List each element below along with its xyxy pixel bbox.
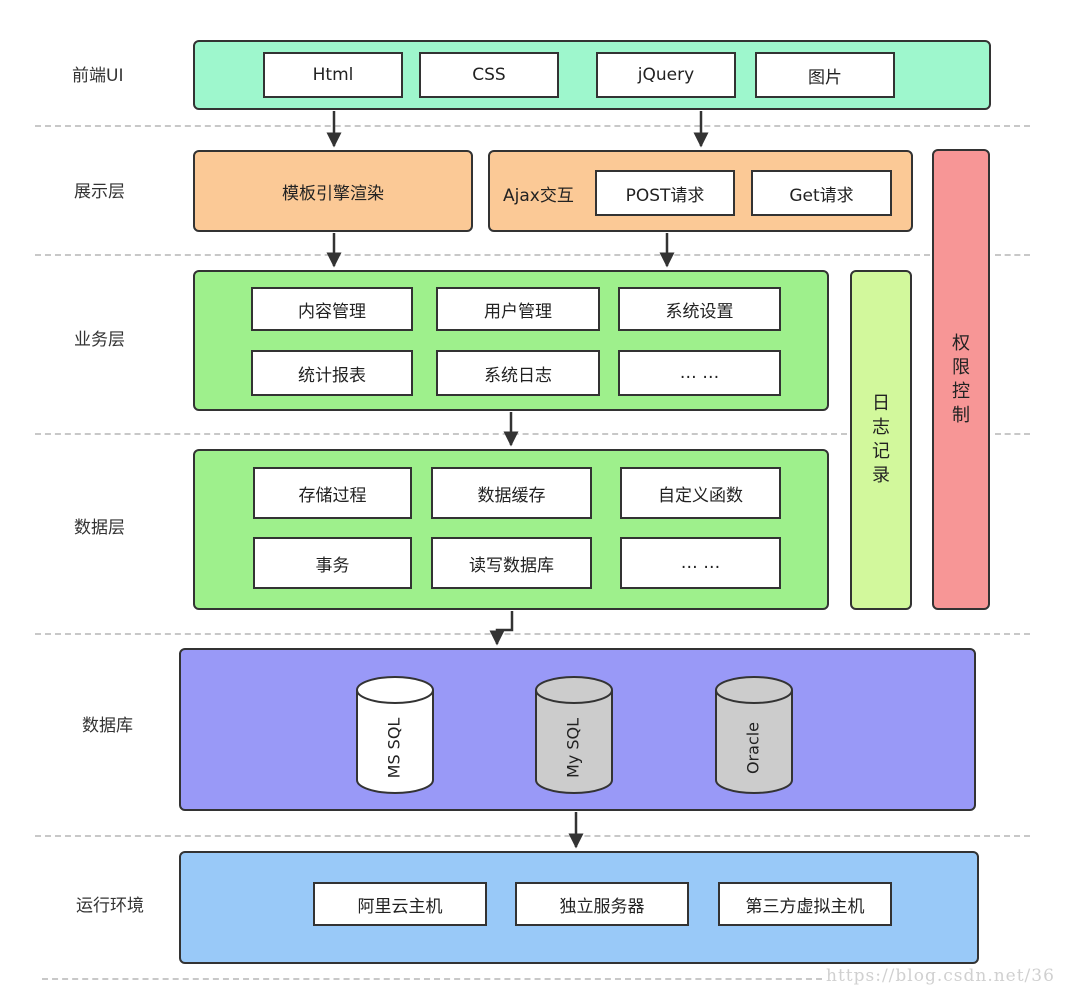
frontend-item-images: 图片 (755, 52, 895, 98)
separator-line (35, 125, 1030, 127)
database-cylinder-mssql: MS SQL (356, 676, 434, 794)
separator-line (35, 835, 1030, 837)
logging-char: 录 (872, 465, 890, 486)
data-item: 存储过程 (253, 467, 412, 519)
data-item: 自定义函数 (620, 467, 781, 519)
layer-label-business: 业务层 (74, 330, 125, 350)
database-cylinder-mysql: My SQL (535, 676, 613, 794)
data-item: 读写数据库 (431, 537, 592, 589)
business-item: 系统日志 (436, 350, 600, 396)
watermark: https://blog.csdn.net/36 (826, 966, 1055, 986)
permission-control-panel: 权 限 控 制 (932, 149, 990, 610)
frontend-item-jquery: jQuery (596, 52, 736, 98)
layer-label-runtime: 运行环境 (76, 896, 144, 916)
permission-char: 控 (952, 380, 970, 402)
layer-label-presentation: 展示层 (74, 182, 125, 202)
template-engine-panel: 模板引擎渲染 (193, 150, 473, 232)
separator-line (42, 978, 822, 980)
layer-label-frontend: 前端UI (72, 66, 124, 86)
logging-char: 记 (872, 441, 890, 462)
separator-line (35, 633, 1030, 635)
logging-char: 日 (872, 393, 890, 414)
separator-line (35, 254, 930, 256)
ajax-label: Ajax交互 (503, 186, 574, 206)
ajax-item-get: Get请求 (751, 170, 892, 216)
separator-line (35, 433, 847, 435)
runtime-item: 独立服务器 (515, 882, 689, 926)
permission-char: 权 (952, 332, 970, 354)
arrow (489, 611, 514, 646)
business-item: 统计报表 (251, 350, 413, 396)
cylinder-label-mssql: MS SQL (385, 718, 404, 779)
separator-line (995, 433, 1030, 435)
ajax-item-post: POST请求 (595, 170, 735, 216)
runtime-item: 阿里云主机 (313, 882, 487, 926)
business-item: 系统设置 (618, 287, 781, 331)
runtime-item: 第三方虚拟主机 (718, 882, 892, 926)
cylinder-label-mysql: My SQL (564, 718, 583, 778)
layer-label-database: 数据库 (82, 716, 133, 736)
business-item: 内容管理 (251, 287, 413, 331)
logging-char: 志 (872, 417, 890, 438)
separator-line (995, 254, 1030, 256)
business-item: … … (618, 350, 781, 396)
permission-char: 限 (952, 356, 970, 378)
cylinder-label-oracle: Oracle (744, 722, 763, 774)
database-cylinder-oracle: Oracle (715, 676, 793, 794)
data-item: … … (620, 537, 781, 589)
business-item: 用户管理 (436, 287, 600, 331)
frontend-item-css: CSS (419, 52, 559, 98)
data-item: 数据缓存 (431, 467, 592, 519)
data-item: 事务 (253, 537, 412, 589)
frontend-item-html: Html (263, 52, 403, 98)
layer-label-data: 数据层 (74, 518, 125, 538)
permission-char: 制 (952, 404, 970, 426)
logging-panel: 日 志 记 录 (850, 270, 912, 610)
